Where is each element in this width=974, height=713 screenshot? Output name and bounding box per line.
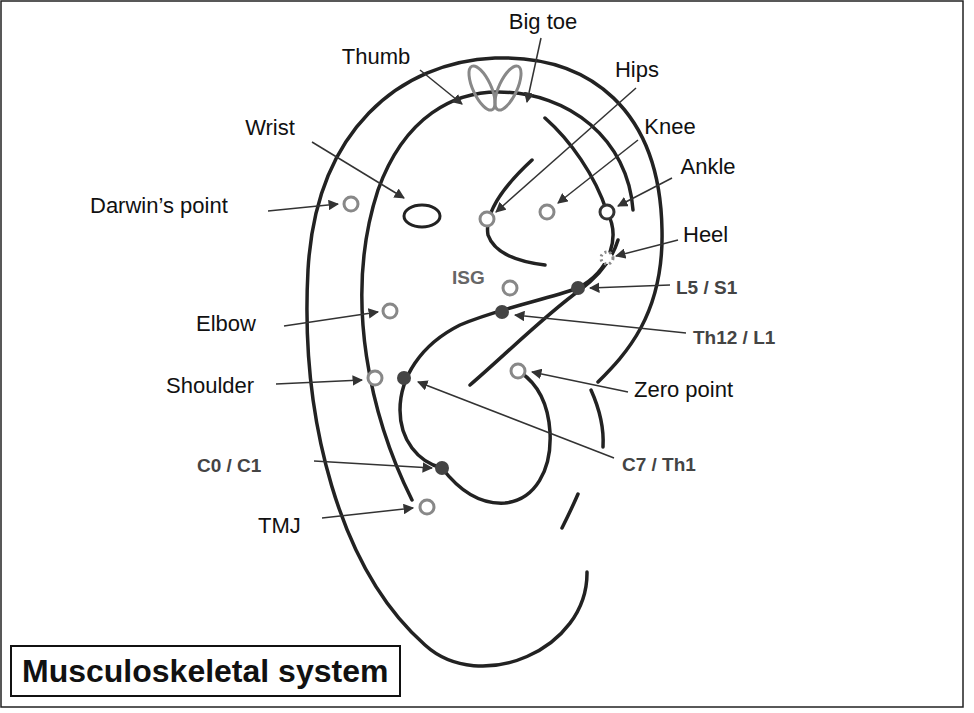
point-label: Zero point: [634, 378, 733, 402]
ear-outline: [307, 58, 662, 666]
segment-label: Th12 / L1: [693, 328, 775, 349]
point-label: TMJ: [258, 514, 301, 538]
title-box: Musculoskeletal system: [10, 645, 401, 697]
point-label: Ankle: [680, 155, 735, 179]
wrist-mark: [404, 205, 440, 227]
point-label: Shoulder: [166, 374, 254, 398]
thumb-toe-marks: [464, 62, 527, 113]
frame: [1, 1, 963, 707]
point-label: Big toe: [509, 10, 578, 34]
point-circles: [344, 197, 614, 514]
segment-label: ISG: [452, 268, 485, 289]
leader-lines: [268, 38, 686, 518]
segment-label: L5 / S1: [676, 278, 737, 299]
point-label: Darwin’s point: [90, 194, 228, 218]
point-label: Elbow: [196, 312, 256, 336]
point-label: Hips: [615, 58, 659, 82]
segment-label: C0 / C1: [197, 456, 261, 477]
spine-dots: [397, 281, 585, 475]
point-label: Heel: [683, 223, 728, 247]
point-label: Wrist: [245, 116, 295, 140]
title-text: Musculoskeletal system: [22, 653, 389, 690]
point-label: Thumb: [342, 45, 410, 69]
point-label: Knee: [644, 115, 695, 139]
segment-label: C7 / Th1: [622, 455, 696, 476]
